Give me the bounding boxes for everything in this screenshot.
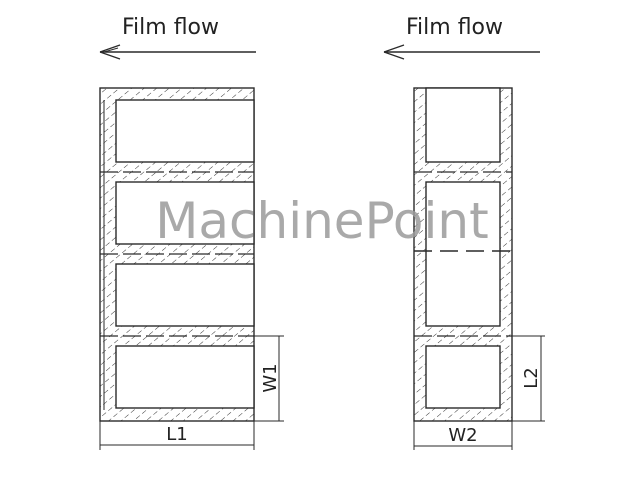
w2-label: W2 bbox=[448, 425, 477, 446]
right-cavity-3 bbox=[425, 345, 501, 409]
w1-label: W1 bbox=[260, 363, 281, 392]
left-dimension-l1: L1 bbox=[99, 421, 255, 450]
right-cavity-2 bbox=[425, 181, 501, 327]
right-cavity-1 bbox=[425, 87, 501, 163]
l1-label: L1 bbox=[166, 424, 187, 445]
left-flow-label: Film flow bbox=[122, 15, 219, 40]
right-flow-arrow-icon bbox=[383, 44, 540, 60]
l2-label: L2 bbox=[521, 367, 542, 388]
right-dimension-w2: W2 bbox=[413, 421, 513, 450]
right-layout: Film flow L2 bbox=[383, 15, 545, 450]
left-cavity-3 bbox=[115, 263, 255, 327]
left-layout: Film flow W1 bbox=[99, 15, 284, 450]
right-tray-frame bbox=[413, 87, 513, 422]
watermark: MachinePoint bbox=[155, 192, 488, 250]
left-cavity-4 bbox=[115, 345, 255, 409]
left-tray-frame bbox=[99, 87, 255, 422]
right-flow-label: Film flow bbox=[406, 15, 503, 40]
left-flow-arrow-icon bbox=[99, 44, 256, 60]
left-dimension-w1: W1 bbox=[254, 335, 284, 422]
right-dimension-l2: L2 bbox=[512, 335, 545, 422]
left-cavity-1 bbox=[115, 99, 255, 163]
left-cavity-2 bbox=[115, 181, 255, 245]
